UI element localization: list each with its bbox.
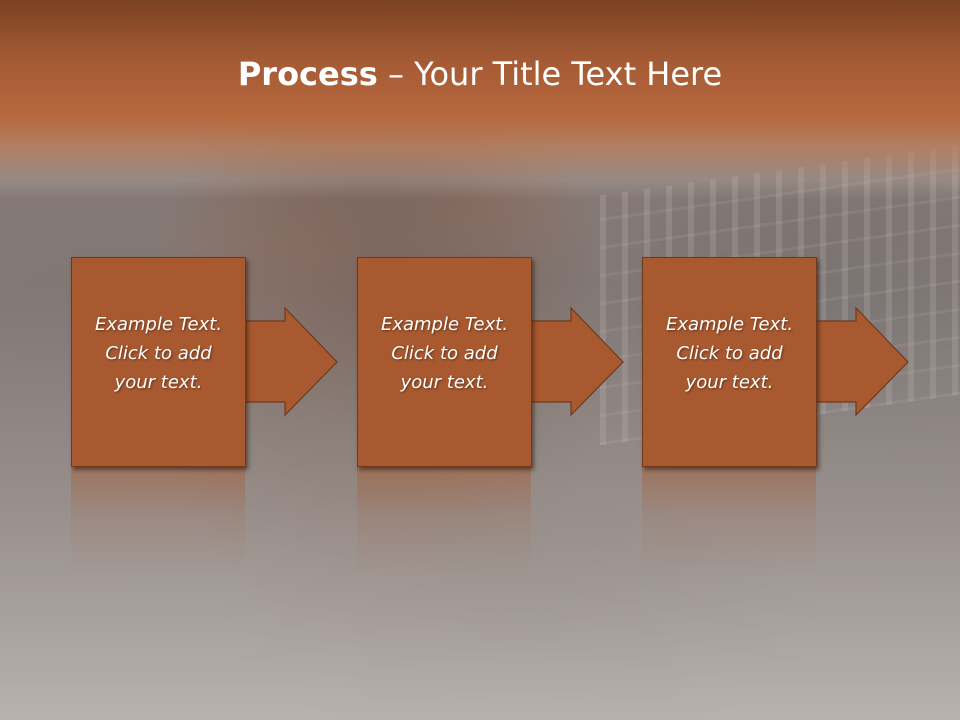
slide-title[interactable]: Process – Your Title Text Here: [0, 52, 960, 96]
arrow-right-icon: [240, 306, 338, 417]
title-bold: Process: [237, 55, 378, 93]
step-text-line-2: Click to add: [676, 343, 783, 364]
step-reflection-1: [71, 467, 245, 577]
process-step-1[interactable]: Example Text. Click to add your text.: [71, 257, 346, 467]
step-text-line-1: Example Text.: [380, 314, 509, 335]
step-reflection-2: [357, 467, 531, 577]
step-reflection-3: [642, 467, 816, 577]
step-box[interactable]: Example Text. Click to add your text.: [642, 257, 817, 467]
arrow-right-icon: [526, 306, 624, 417]
step-text[interactable]: Example Text. Click to add your text.: [72, 310, 245, 397]
process-step-2[interactable]: Example Text. Click to add your text.: [357, 257, 632, 467]
step-text-line-2: Click to add: [391, 343, 498, 364]
step-text-line-1: Example Text.: [94, 314, 223, 335]
step-text[interactable]: Example Text. Click to add your text.: [643, 310, 816, 397]
title-band: [0, 0, 960, 200]
step-text-line-1: Example Text.: [665, 314, 794, 335]
title-rest: – Your Title Text Here: [377, 55, 723, 93]
step-text-line-3: your text.: [114, 372, 203, 393]
process-step-3[interactable]: Example Text. Click to add your text.: [642, 257, 917, 467]
arrow-right-icon: [811, 306, 909, 417]
step-box[interactable]: Example Text. Click to add your text.: [71, 257, 246, 467]
step-text-line-2: Click to add: [105, 343, 212, 364]
step-text-line-3: your text.: [400, 372, 489, 393]
step-text[interactable]: Example Text. Click to add your text.: [358, 310, 531, 397]
step-box[interactable]: Example Text. Click to add your text.: [357, 257, 532, 467]
step-text-line-3: your text.: [685, 372, 774, 393]
